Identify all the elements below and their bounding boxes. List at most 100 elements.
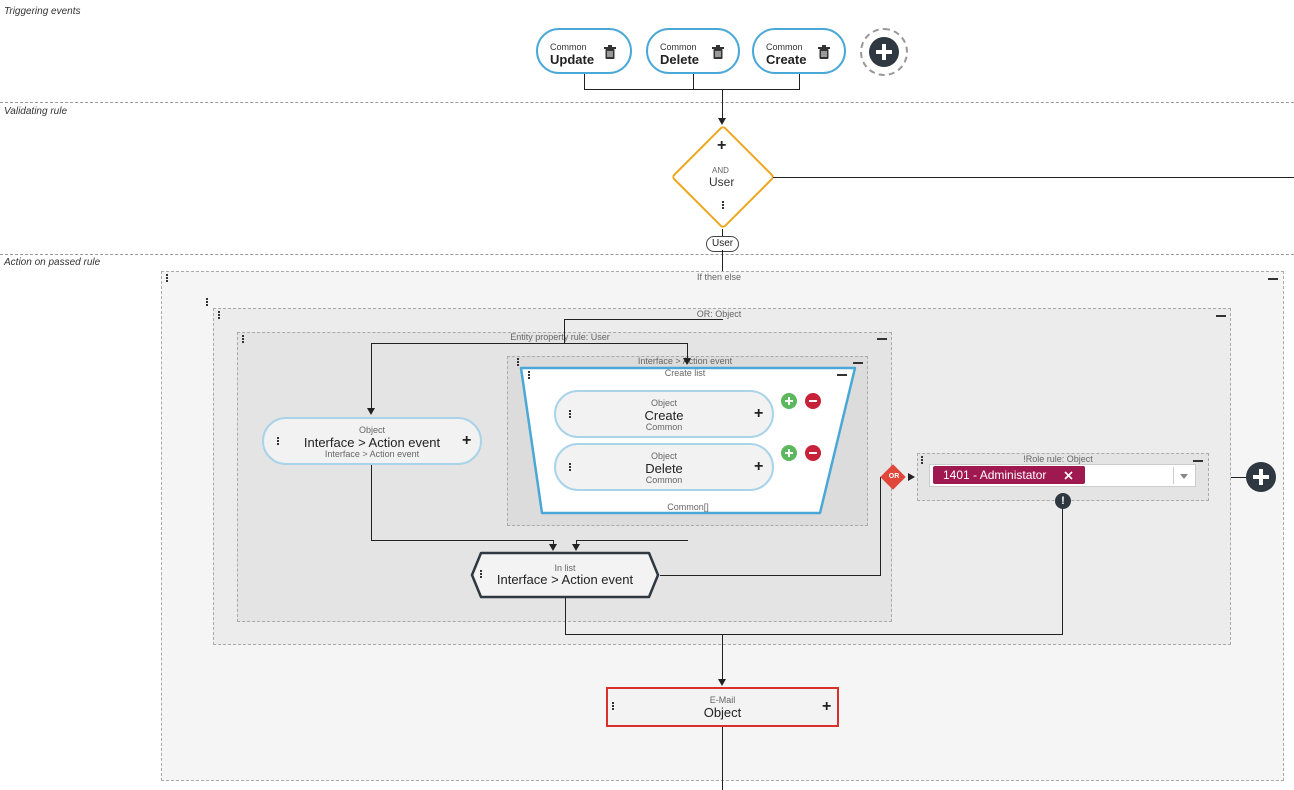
list-footer: Common[] [667, 502, 709, 512]
menu-icon[interactable] [612, 702, 614, 710]
trigger-category: Common [660, 42, 697, 52]
collapse-icon[interactable] [1216, 315, 1226, 317]
menu-icon[interactable] [517, 358, 519, 366]
object-node[interactable]: Object Interface > Action event Interfac… [262, 417, 482, 465]
list-title: Create list [664, 368, 706, 378]
connector [799, 74, 800, 90]
collapse-icon[interactable] [877, 338, 887, 340]
trigger-event: Create [766, 52, 807, 67]
connector [687, 343, 688, 359]
create-list-node[interactable] [518, 365, 858, 517]
menu-icon[interactable] [528, 371, 530, 379]
role-tag-label: 1401 - Administator [943, 468, 1047, 482]
connector [564, 319, 565, 343]
connector [660, 575, 881, 576]
node-label: Interface > Action event [496, 572, 634, 587]
connector [773, 177, 1294, 178]
connector [722, 89, 723, 119]
menu-icon[interactable] [206, 298, 208, 306]
connector [371, 540, 554, 541]
add-action-button[interactable] [1246, 462, 1276, 492]
connector [576, 540, 577, 545]
section-label-triggering: Triggering events [4, 6, 81, 17]
item-note: Common [645, 422, 683, 432]
add-item-icon[interactable] [781, 445, 797, 461]
role-tag: 1401 - Administator [933, 466, 1085, 484]
node-label: Interface > Action event [303, 435, 441, 450]
menu-icon[interactable] [166, 274, 168, 282]
connector [565, 634, 1063, 635]
item-label: Delete [645, 461, 683, 476]
trigger-delete[interactable]: Common Delete [646, 28, 740, 74]
select-divider [1173, 467, 1174, 484]
collapse-icon[interactable] [853, 362, 863, 364]
trash-icon[interactable] [712, 45, 724, 59]
node-type: In list [554, 563, 576, 573]
menu-icon[interactable] [242, 335, 244, 343]
plus-icon[interactable]: + [754, 458, 764, 475]
trash-icon[interactable] [604, 45, 616, 59]
connector [1231, 477, 1247, 478]
in-list-node[interactable] [469, 551, 661, 599]
chevron-down-icon[interactable] [1180, 474, 1188, 479]
connector [1062, 508, 1063, 635]
node-label: Object [703, 705, 742, 720]
connector [880, 477, 881, 576]
rule-entity: User [709, 175, 735, 189]
menu-icon[interactable] [480, 570, 482, 578]
container-title: !Role rule: Object [1023, 454, 1093, 464]
menu-icon[interactable] [921, 456, 923, 464]
trigger-category: Common [766, 42, 803, 52]
plus-icon[interactable]: + [822, 698, 832, 715]
menu-icon[interactable] [569, 463, 571, 471]
plus-icon[interactable]: + [754, 405, 764, 422]
list-item[interactable]: Object Delete Common + [554, 443, 774, 491]
remove-tag-icon[interactable] [1064, 471, 1073, 480]
arrow [908, 473, 915, 481]
container-title: Entity property rule: User [510, 332, 610, 342]
list-item[interactable]: Object Create Common + [554, 390, 774, 438]
connector [722, 229, 723, 237]
warning-icon[interactable]: ! [1055, 493, 1071, 509]
add-trigger-button[interactable] [860, 28, 908, 76]
connector [371, 343, 372, 409]
section-label-action: Action on passed rule [4, 257, 101, 268]
arrow [683, 358, 691, 365]
section-label-validating: Validating rule [4, 106, 68, 117]
plus-icon[interactable]: + [462, 432, 472, 449]
connector [584, 89, 800, 90]
arrow [718, 679, 726, 686]
menu-icon[interactable] [218, 311, 220, 319]
connector [371, 465, 372, 540]
collapse-icon[interactable] [837, 374, 847, 376]
remove-item-icon[interactable] [805, 393, 821, 409]
item-label: Create [644, 408, 684, 423]
item-type: Object [650, 398, 677, 408]
trigger-create[interactable]: Common Create [752, 28, 846, 74]
connector [371, 343, 688, 344]
arrow [549, 544, 557, 551]
connector [565, 598, 566, 635]
collapse-icon[interactable] [1268, 278, 1278, 280]
node-type: Object [358, 425, 385, 435]
trigger-update[interactable]: Common Update [536, 28, 632, 74]
menu-icon[interactable] [722, 201, 724, 209]
trash-icon[interactable] [818, 45, 830, 59]
connector [584, 74, 585, 90]
add-item-icon[interactable] [781, 393, 797, 409]
connector [722, 727, 723, 790]
collapse-icon[interactable] [1193, 460, 1203, 462]
node-note: Interface > Action event [324, 449, 420, 459]
connector [693, 74, 694, 90]
plus-icon[interactable]: + [717, 137, 727, 154]
menu-icon[interactable] [569, 410, 571, 418]
menu-icon[interactable] [277, 437, 279, 445]
connector [576, 540, 688, 541]
email-node[interactable]: E-Mail Object + [606, 687, 839, 727]
remove-item-icon[interactable] [805, 445, 821, 461]
arrow [572, 544, 580, 551]
trigger-event: Delete [660, 52, 700, 67]
item-type: Object [650, 451, 677, 461]
connector [722, 634, 723, 679]
trigger-category: Common [550, 42, 587, 52]
